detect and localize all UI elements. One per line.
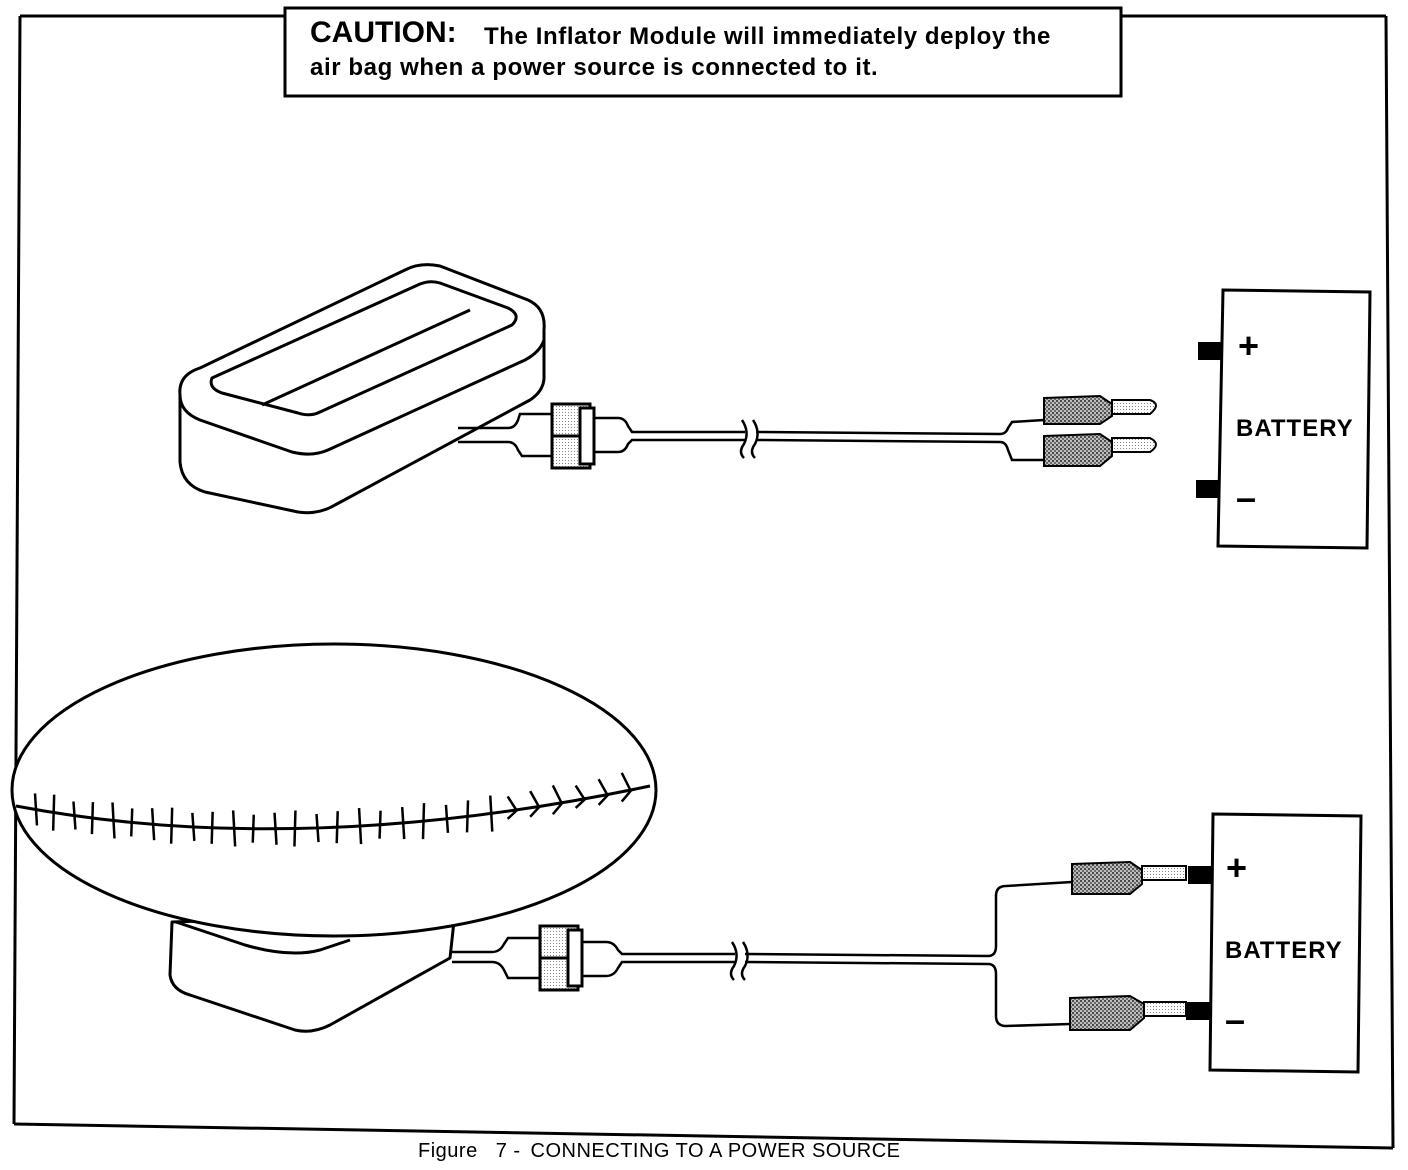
- caution-box: CAUTION: The Inflator Module will immedi…: [283, 6, 1123, 98]
- air-bag-stitch: [400, 806, 406, 840]
- air-bag-stitches: [33, 772, 633, 847]
- air-bag-stitch: [597, 778, 610, 806]
- air-bag-stitch: [90, 802, 95, 835]
- battery-top-negative-terminal: [1196, 480, 1220, 498]
- air-bag-stitch: [335, 811, 339, 844]
- figure-frame: [12, 14, 1395, 1150]
- air-bag-stitch: [620, 772, 633, 803]
- air-bag-stitch: [506, 795, 519, 820]
- banana-plug-top-negative: [1043, 432, 1157, 467]
- air-bag-stitch: [357, 808, 363, 845]
- air-bag-stitch: [51, 794, 56, 831]
- caption-prefix: Figure: [418, 1140, 478, 1162]
- air-bag-stitch: [293, 810, 297, 847]
- inflator-module-top: [178, 263, 546, 515]
- air-bag-stitch: [574, 784, 587, 809]
- battery-bottom-negative-sign: –: [1225, 999, 1245, 1040]
- air-bag-stitch: [129, 808, 134, 837]
- air-bag-stitch: [465, 800, 470, 833]
- air-bag-stitch: [273, 812, 278, 845]
- air-bag-stitch: [33, 793, 39, 826]
- caption-title: CONNECTING TO A POWER SOURCE: [530, 1140, 901, 1162]
- air-bag-stitch: [529, 790, 541, 818]
- air-bag-stitch: [191, 812, 196, 841]
- connector-top: [550, 402, 596, 470]
- connector-bottom: [538, 924, 584, 992]
- battery-bottom-positive-sign: +: [1226, 847, 1247, 888]
- battery-top-label: BATTERY: [1236, 415, 1354, 442]
- caution-label: CAUTION:: [310, 16, 457, 49]
- battery-bottom-positive-terminal: [1188, 866, 1212, 884]
- banana-plug-top-positive: [1043, 394, 1157, 425]
- air-bag-stitch: [169, 807, 174, 844]
- air-bag-stitch: [378, 810, 382, 839]
- battery-bottom-label: BATTERY: [1225, 937, 1343, 964]
- battery-bottom-negative-terminal: [1186, 1002, 1210, 1020]
- air-bag-stitch: [231, 810, 237, 847]
- module-top-inner-panel: [209, 280, 518, 417]
- banana-plug-bottom-negative: [1069, 994, 1187, 1031]
- caution-text-line1: The Inflator Module will immediately dep…: [484, 23, 1051, 50]
- cable-bottom: [452, 880, 1073, 1028]
- air-bag-stitch: [210, 811, 214, 844]
- air-bag: [10, 642, 658, 938]
- figure-caption: Figure 7 - CONNECTING TO A POWER SOURCE: [418, 1140, 901, 1163]
- air-bag-stitch: [489, 795, 494, 832]
- caption-number: 7 -: [495, 1140, 521, 1162]
- battery-top-positive-terminal: [1198, 342, 1222, 360]
- air-bag-stitch: [444, 804, 450, 833]
- air-bag-stitch: [421, 803, 426, 840]
- air-bag-stitch: [251, 814, 256, 843]
- air-bag-stitch: [551, 784, 564, 816]
- air-bag-stitch: [72, 801, 77, 830]
- air-bag-stitch: [150, 808, 156, 841]
- air-bag-stitch: [111, 802, 116, 839]
- battery-bottom: + BATTERY –: [1186, 812, 1363, 1074]
- caution-text-line2: air bag when a power source is connected…: [310, 54, 878, 81]
- air-bag-stitch: [315, 813, 320, 843]
- cable-top: [458, 412, 1045, 462]
- banana-plug-bottom-positive: [1071, 860, 1187, 895]
- battery-top: + BATTERY –: [1196, 288, 1372, 550]
- battery-top-positive-sign: +: [1238, 325, 1259, 366]
- inflator-module-bottom: [168, 910, 457, 1033]
- battery-top-negative-sign: –: [1236, 477, 1256, 518]
